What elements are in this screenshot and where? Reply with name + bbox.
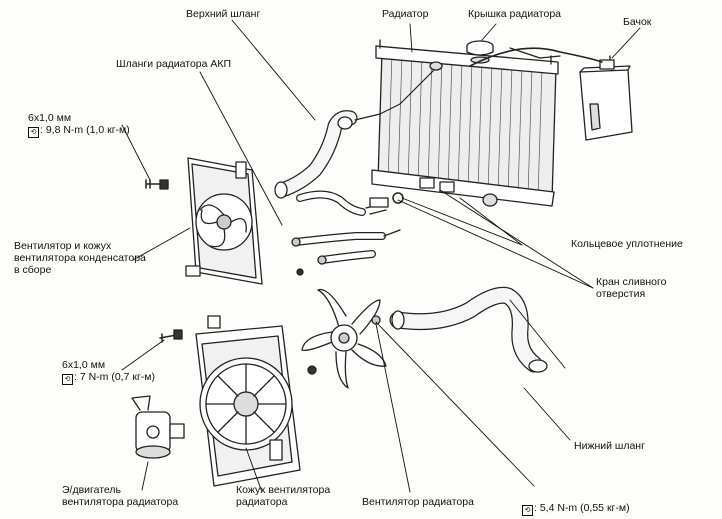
condenser-fan-assembly <box>185 157 263 285</box>
reservoir-tank <box>469 47 633 141</box>
label-nut-torque: ⟲: 5,4 N-m (0,55 кг-м) <box>522 502 630 516</box>
label-reservoir: Бачок <box>623 16 652 28</box>
torque-wrench-icon: ⟲ <box>522 505 533 516</box>
upper-hose <box>274 61 443 199</box>
torque-wrench-icon: ⟲ <box>28 127 39 138</box>
bolt-bottom <box>159 329 317 375</box>
label-bolt-bottom-torque: ⟲: 7 N-m (0,7 кг-м) <box>62 371 155 385</box>
label-bolt-top-torque: ⟲: 9,8 N-m (1,0 кг-м) <box>28 124 130 138</box>
bolt-top <box>145 179 169 190</box>
lower-hose <box>389 286 548 373</box>
bolt-bottom-torque-text: : 7 N-m (0,7 кг-м) <box>74 371 155 383</box>
label-radiator: Радиатор <box>382 8 429 20</box>
atf-hoses <box>291 190 401 276</box>
label-drain-plug: Кран сливного отверстия <box>596 276 667 300</box>
label-fan-shroud: Кожух вентилятора радиатора <box>236 484 331 508</box>
label-radiator-cap: Крышка радиатора <box>468 8 561 20</box>
label-bolt-top-size: 6x1,0 мм <box>28 112 72 124</box>
torque-wrench-icon: ⟲ <box>62 374 73 385</box>
label-fan-motor: Э/двигатель вентилятора радиатора <box>62 484 179 508</box>
label-atf-hoses: Шланги радиатора АКП <box>116 58 232 70</box>
radiator-cap <box>466 40 494 64</box>
drain-plug <box>369 177 498 208</box>
nut-torque-text: : 5,4 N-m (0,55 кг-м) <box>534 502 630 514</box>
label-bolt-bottom-size: 6x1,0 мм <box>62 359 106 371</box>
bolt-top-torque-text: : 9,8 N-m (1,0 кг-м) <box>40 124 130 136</box>
label-lower-hose: Нижний шланг <box>574 440 645 452</box>
label-upper-hose: Верхний шланг <box>186 8 261 20</box>
radiator <box>371 39 559 207</box>
leader-lines <box>121 19 641 493</box>
label-fan-shroud-assembly: Вентилятор и кожух вентилятора конденсат… <box>14 240 146 276</box>
fan-motor <box>131 395 185 459</box>
radiator-fan-shroud <box>195 315 301 487</box>
radiator-fan <box>301 288 387 389</box>
label-radiator-fan: Вентилятор радиатора <box>362 496 474 508</box>
label-o-ring: Кольцевое уплотнение <box>571 238 683 250</box>
